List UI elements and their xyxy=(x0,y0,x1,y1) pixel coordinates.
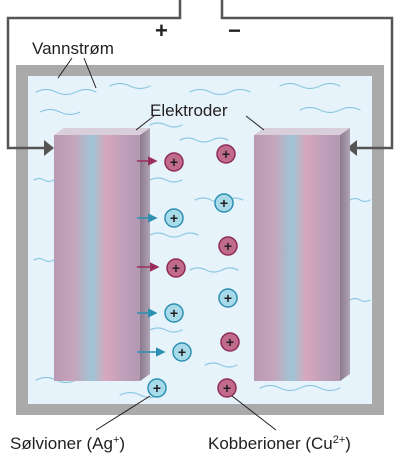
ion-charge-sign: + xyxy=(170,305,178,321)
electrodes-label: Elektroder xyxy=(150,101,228,120)
silver-ion-11: + xyxy=(147,378,167,398)
silver-ion-3: + xyxy=(164,208,184,228)
silver-ion-8: + xyxy=(164,303,184,323)
electrodes-leader-right xyxy=(245,115,265,131)
electrode-right xyxy=(254,128,350,381)
ion-arrows xyxy=(137,156,166,357)
ion-charge-sign: + xyxy=(220,195,228,211)
electrodes-leader-left xyxy=(135,115,155,131)
copper-ions-label: Kobberioner (Cu2+) xyxy=(208,434,351,453)
copper-ions-label-sup: 2+ xyxy=(333,434,346,446)
ion-charge-sign: + xyxy=(222,146,230,162)
negative-terminal-label: − xyxy=(228,18,241,43)
water-flow-leader xyxy=(57,57,73,79)
copper-ion-6: + xyxy=(166,258,186,278)
ion-charge-sign: + xyxy=(172,260,180,276)
negative-wire xyxy=(220,0,394,150)
copper-ion-12: + xyxy=(217,378,237,398)
silver-ions-label-end: ) xyxy=(119,434,125,453)
ion-charge-sign: + xyxy=(170,154,178,170)
copper-ions-label-end: ) xyxy=(345,434,351,453)
ion-charge-sign: + xyxy=(223,380,231,396)
copper-ion-1: + xyxy=(164,152,184,172)
positive-connector xyxy=(44,140,54,156)
positive-terminal-label: + xyxy=(155,18,168,43)
copper-ions-label-base: Kobberioner (Cu xyxy=(208,434,333,453)
silver-ions-label-sup: + xyxy=(113,434,119,446)
positive-wire xyxy=(6,0,182,150)
ion-charge-sign: + xyxy=(153,380,161,396)
copper-ion-2: + xyxy=(216,144,236,164)
silver-ion-4: + xyxy=(214,193,234,213)
ion-charge-sign: + xyxy=(226,334,234,350)
copper-ion-5: + xyxy=(218,236,238,256)
ion-charge-sign: + xyxy=(224,238,232,254)
ions: + + + + + + + + + + + + xyxy=(147,144,240,398)
silver-ions-leader xyxy=(95,395,151,431)
ion-charge-sign: + xyxy=(224,290,232,306)
silver-ion-7: + xyxy=(218,288,238,308)
water-flow-leader-2 xyxy=(83,57,97,89)
ion-charge-sign: + xyxy=(178,344,186,360)
ion-charge-sign: + xyxy=(170,210,178,226)
water-flow-label: Vannstrøm xyxy=(32,39,114,58)
wires xyxy=(6,0,394,150)
copper-ion-9: + xyxy=(220,332,240,352)
negative-connector xyxy=(347,140,357,156)
silver-ion-10: + xyxy=(172,342,192,362)
silver-ions-label-base: Sølvioner (Ag xyxy=(10,434,113,453)
silver-ions-label: Sølvioner (Ag+) xyxy=(10,434,125,453)
electrode-left xyxy=(54,128,150,381)
copper-ions-leader xyxy=(231,395,277,431)
